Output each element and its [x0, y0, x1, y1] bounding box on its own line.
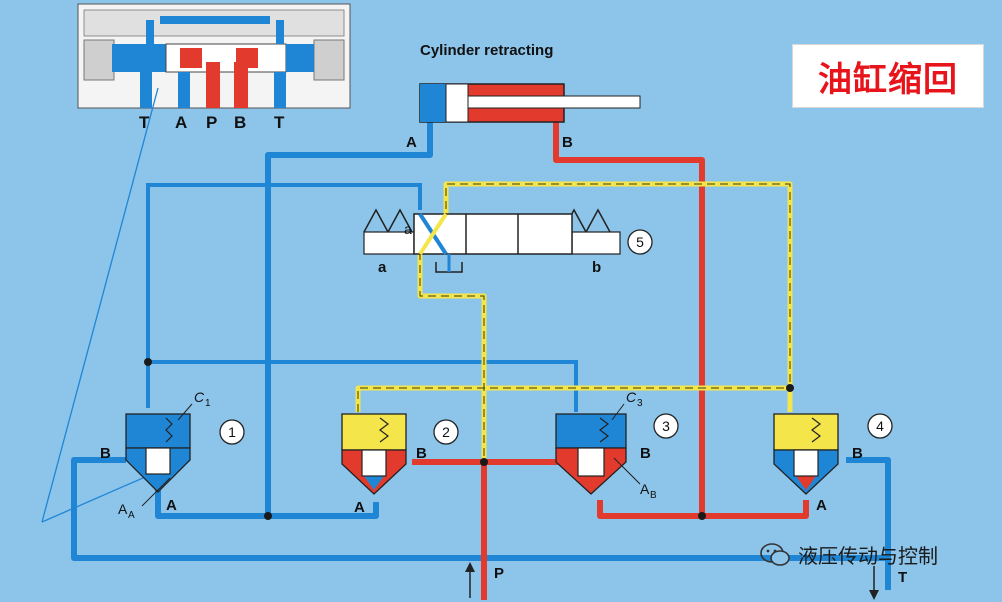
cartridge-2-number: 2: [442, 424, 450, 440]
tank-port: T: [869, 566, 907, 600]
cartridge-1-spring-sub: 1: [205, 398, 211, 409]
cartridge-valve-2: B A 2: [341, 413, 459, 516]
cartridge-3-spring-label: C: [626, 389, 637, 405]
cartridge-4-number: 4: [876, 418, 884, 434]
inset-valve-section: T A P B T: [77, 3, 351, 132]
cartridge-3-port-b: B: [640, 445, 651, 462]
cylinder-port-b: B: [562, 134, 573, 151]
cartridge-valve-4: B A 4: [773, 413, 893, 514]
inset-port-t-right: T: [274, 113, 285, 132]
valve-label-a: a: [378, 259, 387, 276]
cartridge-3-area-sub: B: [650, 490, 657, 501]
pilot-blue-lines: [146, 183, 578, 412]
cartridge-2-port-b: B: [416, 445, 427, 462]
inset-port-t-left: T: [139, 113, 150, 132]
cartridge-1-port-a: A: [166, 497, 177, 514]
pump-port-label: P: [494, 565, 504, 582]
valve-inner-label: a: [404, 221, 412, 237]
pointer-lines: [41, 87, 159, 523]
cylinder: Cylinder retracting A B: [406, 42, 641, 151]
cylinder-port-a: A: [406, 134, 417, 151]
cartridge-1-area-sub: A: [128, 510, 135, 521]
cartridge-1-area-label: A: [118, 501, 128, 517]
cartridge-1-port-b: B: [100, 445, 111, 462]
watermark-text: 液压传动与控制: [798, 544, 938, 568]
cylinder-caption: Cylinder retracting: [420, 42, 553, 59]
valve-label-b: b: [592, 259, 601, 276]
cartridge-valve-3: C 3 A B B 3: [555, 389, 679, 501]
junction-dots: [144, 358, 794, 520]
valve-number: 5: [636, 234, 644, 250]
cartridge-2-port-a: A: [354, 499, 365, 516]
cartridge-4-port-a: A: [816, 497, 827, 514]
cartridge-3-number: 3: [662, 418, 670, 434]
cartridge-3-area-label: A: [640, 481, 650, 497]
cartridge-4-port-b: B: [852, 445, 863, 462]
pilot-yellow-dashes: [357, 183, 791, 462]
wechat-icon: [760, 542, 790, 566]
title-box: 油缸缩回: [792, 44, 984, 108]
tank-port-label: T: [898, 569, 907, 586]
page-title: 油缸缩回: [818, 59, 958, 100]
cartridge-3-spring-sub: 3: [637, 398, 643, 409]
watermark: 液压传动与控制: [760, 540, 938, 569]
directional-valve-5: a a b 5: [363, 208, 653, 276]
inset-port-p: P: [206, 113, 217, 132]
inset-port-a: A: [175, 113, 187, 132]
cartridge-1-number: 1: [228, 424, 236, 440]
cartridge-1-spring-label: C: [194, 389, 205, 405]
pump-port: P: [465, 562, 504, 598]
cartridge-valve-1: C 1 A A B A 1: [100, 389, 245, 521]
inset-port-b: B: [234, 113, 246, 132]
